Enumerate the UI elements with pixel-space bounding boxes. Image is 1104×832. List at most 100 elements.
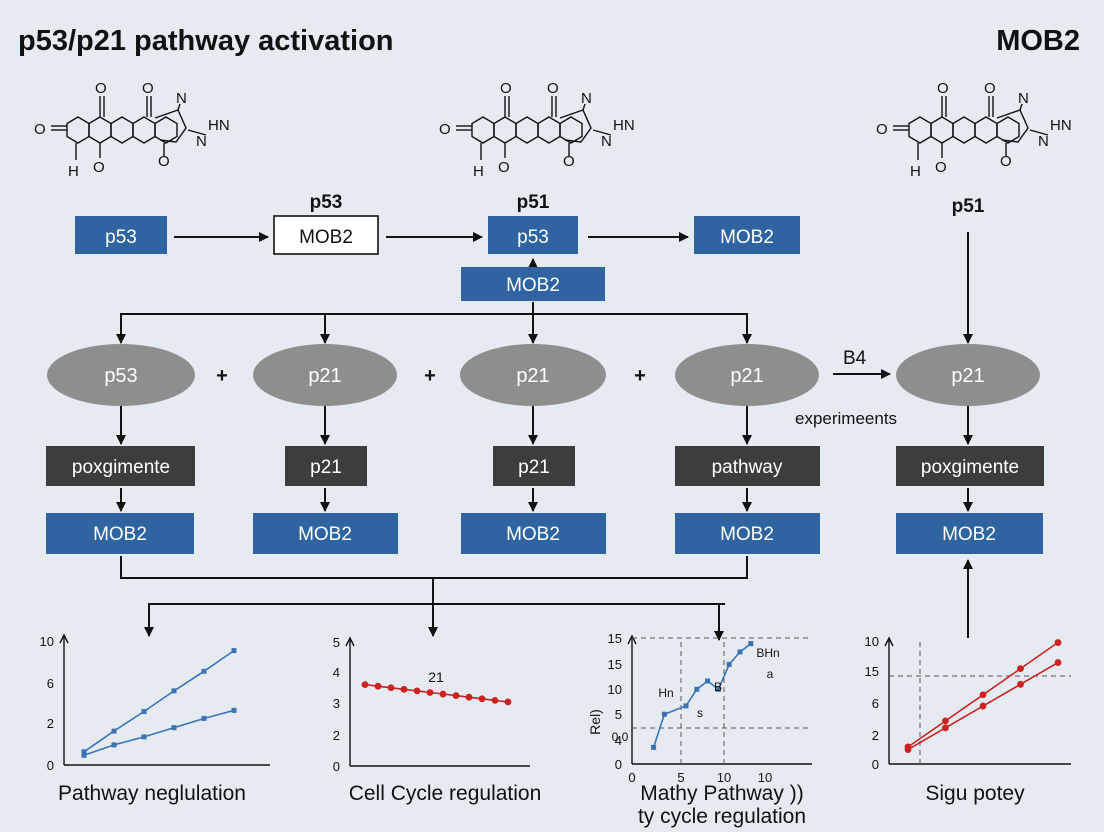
x-tick-label: 0 bbox=[628, 770, 635, 785]
y-tick-label: 10 bbox=[608, 682, 622, 697]
atom-label: O bbox=[937, 80, 949, 97]
chart-annotation: B bbox=[714, 680, 722, 694]
atom-label: H bbox=[68, 163, 79, 180]
atom-label: N bbox=[176, 90, 187, 107]
row2-ellipse-5: p21 bbox=[896, 344, 1040, 406]
y-axis-arrowhead bbox=[345, 636, 355, 647]
label-above-box-2: p53 bbox=[310, 192, 343, 213]
series-line bbox=[364, 683, 509, 703]
atom-label: N bbox=[1038, 133, 1049, 150]
y-axis-arrowhead bbox=[59, 633, 69, 644]
series-line bbox=[83, 649, 235, 753]
row3-dark-box-1: poxgimente bbox=[46, 446, 195, 486]
row2-ellipse-4: p21 bbox=[675, 344, 819, 406]
y-axis-arrowhead bbox=[627, 634, 637, 645]
data-point bbox=[491, 696, 499, 704]
chart-annotation: a bbox=[767, 667, 774, 681]
y-tick-label: 2 bbox=[47, 716, 54, 731]
data-point bbox=[1017, 680, 1024, 688]
row1-sub-box: MOB2 bbox=[461, 267, 605, 301]
y-tick-label: 4 bbox=[333, 665, 340, 680]
data-point bbox=[683, 703, 689, 709]
connector-arrows bbox=[116, 232, 973, 641]
data-point bbox=[726, 661, 732, 667]
data-point bbox=[231, 648, 237, 654]
chart-annotation: Hn bbox=[658, 686, 673, 700]
data-point bbox=[979, 691, 987, 699]
box-label: pathway bbox=[712, 457, 783, 478]
data-point bbox=[171, 725, 177, 731]
molecule-atom-labels-2: O O O N HN N O H O bbox=[439, 80, 635, 180]
atom-label: N bbox=[196, 133, 207, 150]
data-point bbox=[651, 744, 657, 750]
y-axis-label: Rel) bbox=[587, 709, 603, 735]
data-point bbox=[942, 717, 949, 725]
atom-label: H bbox=[910, 163, 921, 180]
molecule-atom-labels-1: O O O N HN N O H O bbox=[34, 80, 230, 180]
atom-label: O bbox=[500, 80, 512, 97]
plus-operator: + bbox=[216, 365, 228, 387]
connector bbox=[120, 313, 748, 336]
chart-annotation: s bbox=[697, 706, 703, 720]
box-label: MOB2 bbox=[720, 227, 774, 248]
atom-label: O bbox=[498, 159, 510, 176]
data-point bbox=[111, 742, 117, 748]
box-label: MOB2 bbox=[298, 524, 352, 545]
plus-operator: + bbox=[634, 365, 646, 387]
experiments-caption: experimeents bbox=[795, 409, 897, 428]
page-title: p53/p21 pathway activation bbox=[18, 25, 394, 57]
data-point bbox=[81, 749, 87, 755]
atom-label: O bbox=[142, 80, 154, 97]
data-point bbox=[748, 641, 754, 647]
data-point bbox=[1054, 659, 1062, 666]
atom-label: O bbox=[935, 159, 947, 176]
data-point bbox=[201, 715, 207, 721]
molecule-atom-labels-3: O O O N HN N O H O bbox=[876, 80, 1072, 180]
row3-dark-box-3: p21 bbox=[493, 446, 575, 486]
data-point bbox=[478, 695, 486, 703]
box-label: MOB2 bbox=[299, 227, 353, 248]
box-label: MOB2 bbox=[506, 524, 560, 545]
y-tick-label: 0 bbox=[872, 757, 879, 772]
atom-label: O bbox=[93, 159, 105, 176]
atom-label: O bbox=[547, 80, 559, 97]
row3-dark-box-4: pathway bbox=[675, 446, 820, 486]
box-label: p53 bbox=[517, 227, 549, 248]
y-tick-label: 5 bbox=[333, 635, 340, 650]
data-point bbox=[374, 682, 382, 690]
data-point bbox=[426, 689, 434, 696]
row2-ellipse-1: p53 bbox=[47, 344, 195, 406]
box-label: p21 bbox=[310, 457, 342, 478]
data-point bbox=[705, 678, 711, 684]
chart-annotation: BHn bbox=[756, 646, 779, 660]
row3-blue-box-4: MOB2 bbox=[675, 513, 820, 554]
y-tick-label: 0 bbox=[333, 759, 340, 774]
atom-label: O bbox=[984, 80, 996, 97]
y-tick-label: 10 bbox=[865, 634, 879, 649]
chart-caption: Mathy Pathway )) bbox=[640, 782, 803, 805]
row3-blue-box-3: MOB2 bbox=[461, 513, 606, 554]
y-tick-label: 0 bbox=[47, 758, 54, 773]
box-label: p21 bbox=[518, 457, 550, 478]
row3-blue-box-2: MOB2 bbox=[253, 513, 398, 554]
row1-box-1: p53 bbox=[75, 216, 167, 254]
atom-label: O bbox=[34, 121, 46, 138]
x-tick-label: 10 bbox=[717, 770, 731, 785]
data-point bbox=[504, 698, 512, 706]
y-tick-label: 3 bbox=[333, 696, 340, 711]
data-point bbox=[201, 668, 207, 674]
data-point bbox=[904, 746, 912, 753]
row3-blue-box-1: MOB2 bbox=[46, 513, 194, 554]
ellipse-label: p21 bbox=[308, 365, 341, 387]
y-axis-arrowhead bbox=[884, 636, 894, 647]
data-point bbox=[141, 734, 147, 740]
y-tick-label: 10 bbox=[40, 634, 54, 649]
atom-label: N bbox=[581, 90, 592, 107]
atom-label: O bbox=[95, 80, 107, 97]
x-tick-label: 10 bbox=[758, 770, 772, 785]
row3-dark-box-5: poxgimente bbox=[896, 446, 1044, 486]
data-point bbox=[452, 692, 460, 700]
